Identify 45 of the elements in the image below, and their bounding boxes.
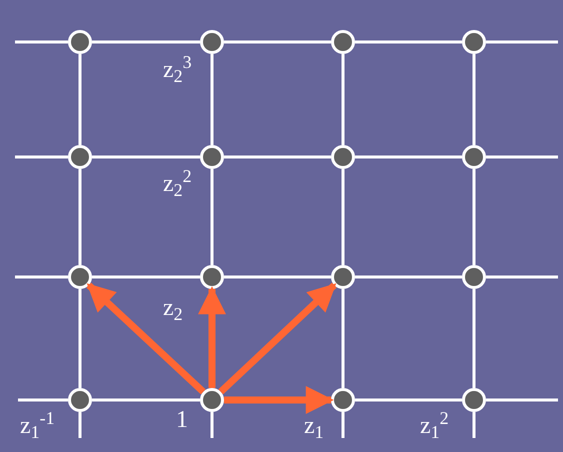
grid-line <box>210 169 214 265</box>
grid-line <box>224 276 331 278</box>
grid-line <box>224 156 331 158</box>
lattice-point <box>200 388 224 412</box>
grid-line <box>92 40 200 44</box>
grid-line <box>78 54 82 145</box>
grid-line <box>210 54 214 145</box>
grid-line <box>472 54 476 145</box>
lattice-point <box>331 145 355 169</box>
lattice-point <box>68 30 92 54</box>
grid-line <box>224 40 331 44</box>
lattice-point <box>200 30 224 54</box>
grid-line <box>92 156 200 158</box>
point-label: 1 <box>176 408 188 432</box>
lattice-point <box>200 145 224 169</box>
point-label: z$_{2}$ <box>163 296 183 320</box>
grid-line <box>78 289 82 388</box>
grid-line <box>355 156 462 158</box>
arrow <box>218 282 337 394</box>
lattice-point <box>68 145 92 169</box>
lattice-point <box>68 265 92 289</box>
lattice-point <box>331 388 355 412</box>
grid-line <box>355 276 462 278</box>
grid-line <box>92 398 200 402</box>
lattice-point <box>68 388 92 412</box>
grid-line <box>472 289 476 388</box>
lattice-point <box>462 388 486 412</box>
grid-line <box>472 169 476 265</box>
lattice-point <box>462 265 486 289</box>
lattice-point <box>331 30 355 54</box>
grid-line <box>342 169 344 265</box>
lattice-point <box>200 265 224 289</box>
lattice-point <box>462 145 486 169</box>
arrow <box>86 282 206 394</box>
arrow <box>198 286 226 388</box>
grid-line <box>92 276 200 278</box>
grid-line <box>355 398 462 402</box>
grid-line <box>355 40 462 44</box>
grid-line <box>342 289 344 388</box>
grid-line <box>78 169 82 265</box>
arrow <box>224 386 334 414</box>
point-label: z$_{1}$ <box>304 414 324 438</box>
grid-line <box>342 54 344 145</box>
lattice-point <box>462 30 486 54</box>
lattice-point <box>331 265 355 289</box>
